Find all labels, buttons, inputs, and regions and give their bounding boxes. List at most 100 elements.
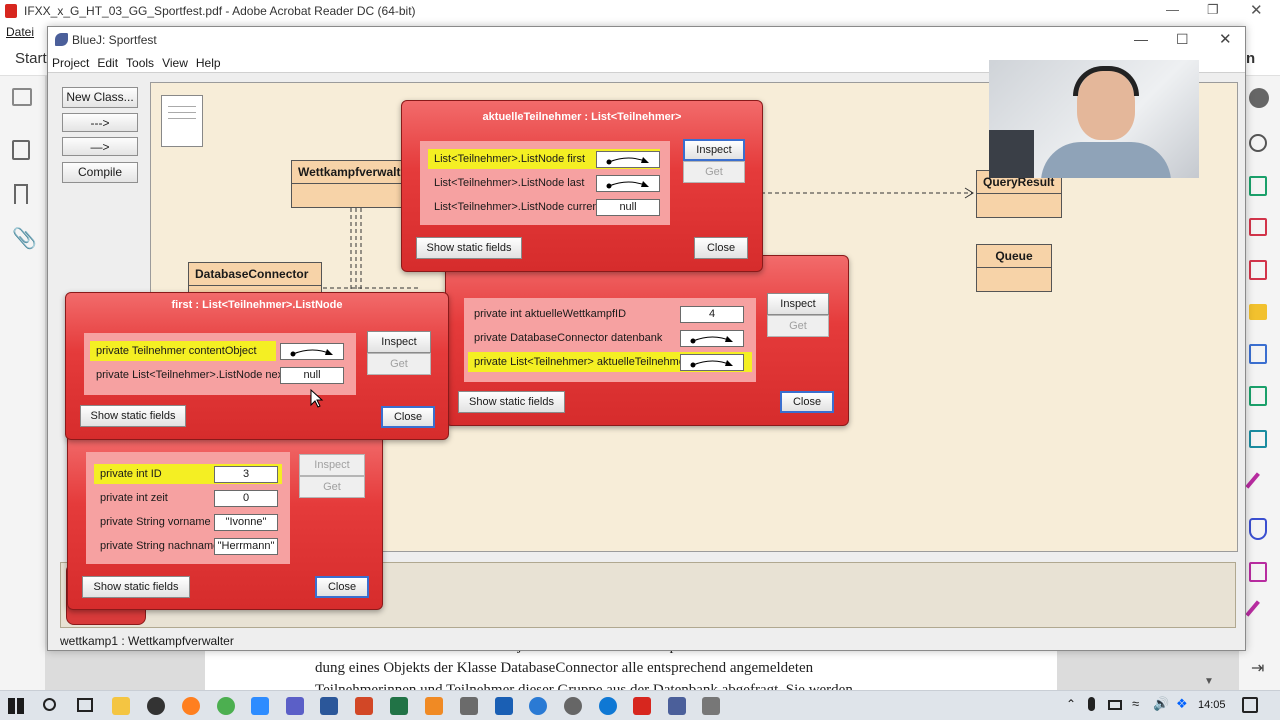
app-icon[interactable] — [460, 697, 478, 715]
class-wettkampfverwalter[interactable]: Wettkampfverwalt — [291, 160, 409, 208]
file-explorer-icon[interactable] — [112, 697, 130, 715]
search-icon[interactable] — [43, 698, 56, 711]
close-button[interactable]: Close — [315, 576, 369, 598]
get-button[interactable]: Get — [683, 161, 745, 183]
field-row[interactable]: private String nachname — [94, 536, 282, 556]
export-pdf-icon[interactable] — [1249, 176, 1267, 196]
close-button[interactable]: Close — [780, 391, 834, 413]
dashed-arrow-button[interactable]: ---> — [62, 113, 138, 132]
inspector-list-aktuelleteilnehmer[interactable]: aktuelleTeilnehmer : List<Teilnehmer> Li… — [401, 100, 763, 272]
field-value[interactable]: "Ivonne" — [214, 514, 278, 531]
microphone-icon[interactable] — [1088, 697, 1095, 711]
organize-icon[interactable] — [1249, 218, 1267, 236]
pages-icon[interactable] — [12, 140, 30, 160]
field-row[interactable]: List<Teilnehmer>.ListNode last — [428, 173, 660, 193]
field-row[interactable]: private int zeit — [94, 488, 282, 508]
close-button[interactable]: Close — [381, 406, 435, 428]
field-value[interactable]: "Herrmann" — [214, 538, 278, 555]
menu-edit[interactable]: Edit — [97, 56, 119, 70]
acrobat-close-icon[interactable]: ✕ — [1250, 2, 1263, 19]
battery-icon[interactable] — [1108, 700, 1122, 710]
vlc-icon[interactable] — [425, 697, 443, 715]
attachment-icon[interactable]: 📎 — [12, 228, 37, 250]
inspect-button[interactable]: Inspect — [767, 293, 829, 315]
scroll-down-icon[interactable]: ▼ — [1204, 676, 1214, 687]
compress-icon[interactable] — [1249, 386, 1267, 406]
wifi-icon[interactable]: ≈ — [1132, 696, 1140, 711]
app-lo-icon[interactable] — [495, 697, 513, 715]
powerpoint-icon[interactable] — [355, 697, 373, 715]
field-row[interactable]: private List<Teilnehmer>.ListNode next — [90, 365, 286, 385]
reference-arrow-icon[interactable] — [596, 151, 660, 168]
acrobat-taskbar-icon[interactable] — [633, 697, 651, 715]
excel-icon[interactable] — [390, 697, 408, 715]
word-icon[interactable] — [320, 697, 338, 715]
combine-icon[interactable] — [1249, 344, 1267, 364]
reference-arrow-icon[interactable] — [680, 330, 744, 347]
form-icon[interactable] — [1249, 562, 1267, 582]
field-row[interactable]: private int aktuelleWettkampfID — [468, 304, 752, 324]
menu-project[interactable]: Project — [52, 56, 90, 70]
field-value[interactable]: 4 — [680, 306, 744, 323]
app-chat-icon[interactable] — [529, 697, 547, 715]
inspect-button[interactable]: Inspect — [299, 454, 365, 476]
field-value[interactable]: null — [280, 367, 344, 384]
protect-icon[interactable] — [1249, 518, 1267, 540]
task-view-icon[interactable] — [77, 698, 93, 712]
show-static-fields-button[interactable]: Show static fields — [458, 391, 565, 413]
edge-icon[interactable] — [599, 697, 617, 715]
close-button[interactable]: Close — [694, 237, 748, 259]
show-static-fields-button[interactable]: Show static fields — [416, 237, 522, 259]
get-button[interactable]: Get — [299, 476, 365, 498]
show-static-fields-button[interactable]: Show static fields — [82, 576, 190, 598]
share-icon[interactable] — [1249, 430, 1267, 448]
reference-arrow-icon[interactable] — [280, 343, 344, 360]
acrobat-minimize-icon[interactable]: — — [1166, 2, 1179, 17]
get-button[interactable]: Get — [367, 353, 431, 375]
create-pdf-icon[interactable] — [1249, 260, 1267, 280]
save-icon[interactable] — [12, 88, 32, 106]
inspect-button[interactable]: Inspect — [683, 139, 745, 161]
get-button[interactable]: Get — [767, 315, 829, 337]
class-queue[interactable]: Queue — [976, 244, 1052, 292]
teams-icon[interactable] — [286, 697, 304, 715]
acrobat-tab-start[interactable]: Start — [15, 50, 47, 67]
reference-arrow-icon[interactable] — [680, 354, 744, 371]
menu-tools[interactable]: Tools — [126, 56, 155, 70]
windows-start-icon[interactable] — [8, 698, 24, 714]
acrobat-restore-icon[interactable]: ❐ — [1207, 2, 1219, 17]
firefox-icon[interactable] — [182, 697, 200, 715]
bluej-maximize-icon[interactable]: ☐ — [1176, 31, 1189, 47]
show-static-fields-button[interactable]: Show static fields — [80, 405, 186, 427]
compile-button[interactable]: Compile — [62, 162, 138, 183]
inspector-listnode-first[interactable]: first : List<Teilnehmer>.ListNode privat… — [65, 292, 449, 440]
zoom-icon[interactable] — [1249, 134, 1267, 152]
dropbox-icon[interactable]: ❖ — [1176, 696, 1188, 711]
readme-document-icon[interactable] — [161, 95, 203, 147]
reference-arrow-icon[interactable] — [596, 175, 660, 192]
volume-icon[interactable]: 🔊 — [1153, 696, 1170, 711]
field-row[interactable]: private String vorname — [94, 512, 282, 532]
inspector-wettkampfverwalter[interactable]: private int aktuelleWettkampfID 4 privat… — [445, 255, 849, 426]
bookmark-icon[interactable] — [14, 184, 28, 204]
comment-icon[interactable] — [1249, 304, 1267, 320]
bluej-minimize-icon[interactable]: — — [1134, 31, 1148, 47]
field-row[interactable]: private DatabaseConnector datenbank — [468, 328, 752, 348]
field-row[interactable]: List<Teilnehmer>.ListNode current — [428, 197, 660, 217]
field-row-selected[interactable]: private Teilnehmer contentObject — [90, 341, 276, 361]
acrobat-menu-datei[interactable]: Datei — [6, 25, 35, 39]
notifications-icon[interactable] — [1242, 697, 1258, 713]
zoom-app-icon[interactable] — [251, 697, 269, 715]
menu-help[interactable]: Help — [195, 56, 221, 70]
bluej-close-icon[interactable]: ✕ — [1219, 31, 1232, 48]
app-circle-icon[interactable] — [147, 697, 165, 715]
new-class-button[interactable]: New Class... — [62, 87, 138, 108]
tray-chevron-icon[interactable]: ⌃ — [1066, 697, 1077, 711]
app-generic-icon[interactable] — [702, 697, 720, 715]
inspect-button[interactable]: Inspect — [367, 331, 431, 353]
field-value[interactable]: null — [596, 199, 660, 216]
fill-sign-icon[interactable] — [1245, 472, 1271, 498]
menu-view[interactable]: View — [162, 56, 188, 70]
field-value[interactable]: 3 — [214, 466, 278, 483]
field-value[interactable]: 0 — [214, 490, 278, 507]
